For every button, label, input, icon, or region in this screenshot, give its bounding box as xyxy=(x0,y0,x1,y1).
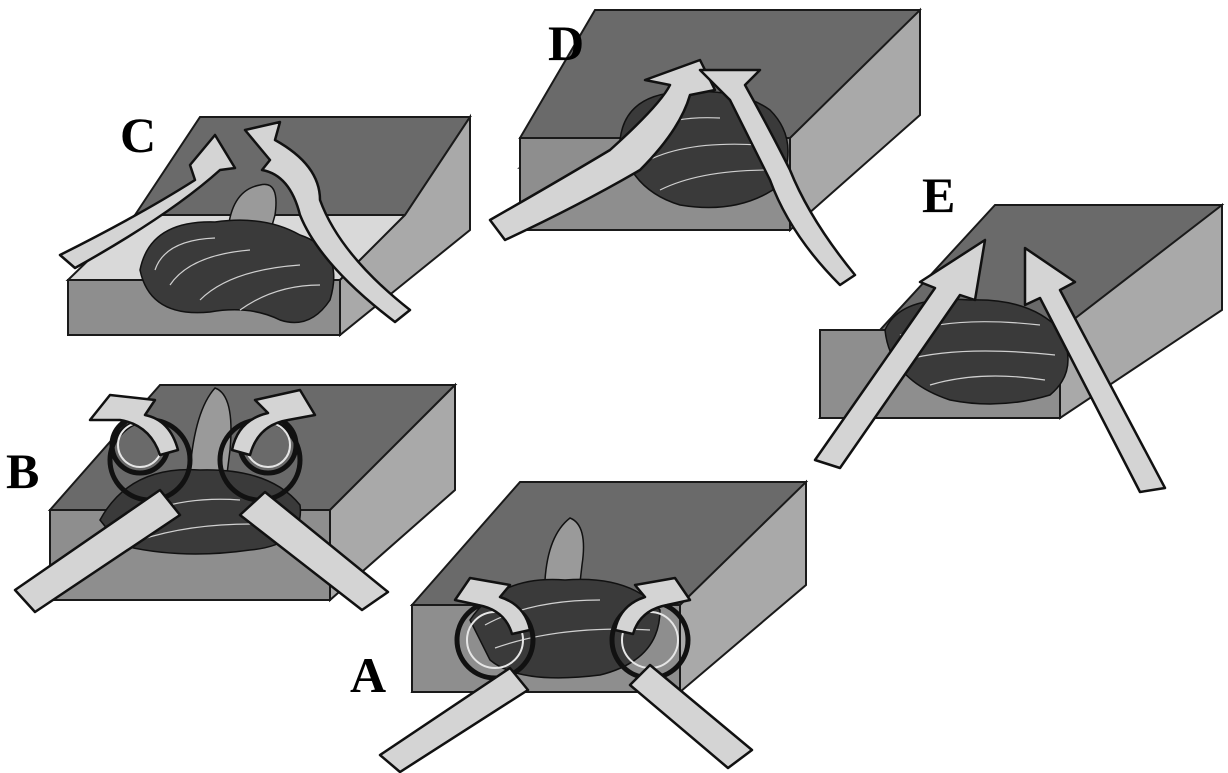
panel-label-e: E xyxy=(922,167,955,223)
panel-label-c: C xyxy=(120,107,156,163)
panel-b: B xyxy=(6,385,455,612)
panel-a: A xyxy=(350,482,806,772)
panel-label-a: A xyxy=(350,647,386,703)
panel-label-b: B xyxy=(6,443,39,499)
panel-d: D xyxy=(490,10,920,285)
panel-e: E xyxy=(815,167,1222,492)
panel-c: C xyxy=(60,107,470,335)
panel-label-d: D xyxy=(548,15,584,71)
